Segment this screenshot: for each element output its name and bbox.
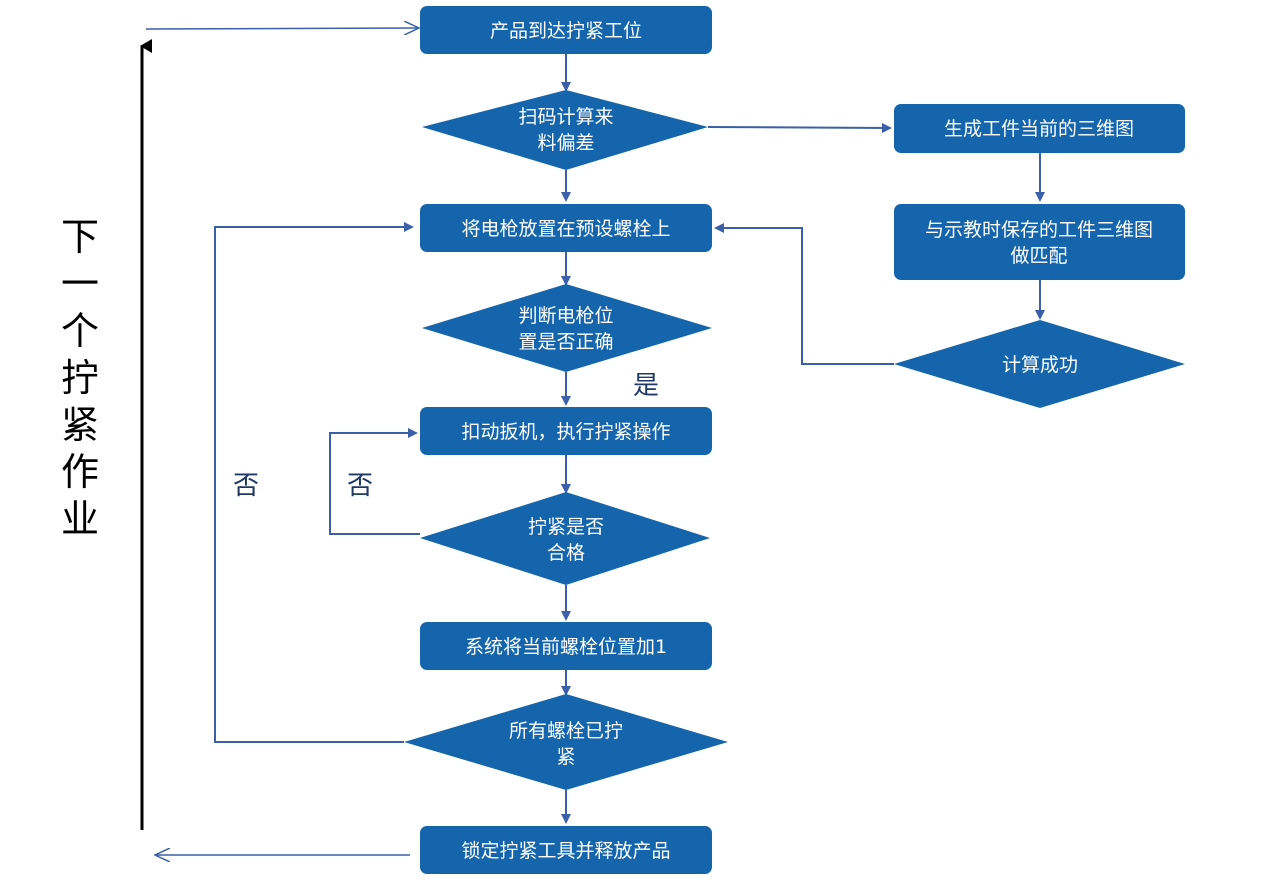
decision-check-label-1: 拧紧是否	[528, 516, 604, 538]
node-trigger-label: 扣动扳机，执行拧紧操作	[461, 421, 670, 443]
node-match-label-2: 做匹配	[1010, 245, 1067, 267]
node-lock-label: 锁定拧紧工具并释放产品	[461, 840, 670, 862]
side-label-char-3: 个	[61, 309, 99, 353]
side-label-char-5: 紧	[61, 403, 99, 447]
decision-all: 所有螺栓已拧 紧	[404, 694, 728, 790]
decision-all-label-2: 紧	[556, 746, 575, 768]
side-label-char-6: 作	[61, 450, 99, 494]
side-label-char-7: 业	[61, 497, 99, 541]
node-place-label: 将电枪放置在预设螺栓上	[461, 218, 670, 240]
node-match: 与示教时保存的工件三维图 做匹配	[894, 204, 1185, 280]
decision-calc-label: 计算成功	[1002, 354, 1078, 376]
arrow-all-not-done-loop	[214, 222, 414, 743]
node-arrive-label: 产品到达拧紧工位	[490, 20, 642, 42]
node-arrive: 产品到达拧紧工位	[420, 6, 712, 54]
decision-judge-label-2: 置是否正确	[518, 331, 613, 353]
node-increment: 系统将当前螺栓位置加1	[420, 622, 712, 670]
decision-judge-label-1: 判断电枪位	[518, 305, 613, 327]
decision-check: 拧紧是否 合格	[420, 492, 710, 585]
decision-scan-label-2: 料偏差	[537, 132, 594, 154]
arrow-scan-to-generate3d	[707, 122, 892, 133]
node-increment-label: 系统将当前螺栓位置加1	[465, 636, 667, 658]
side-label: 下 一 个 拧 紧 作 业	[61, 215, 99, 541]
decision-all-label-1: 所有螺栓已拧	[509, 720, 623, 742]
label-no-inner: 否	[347, 471, 373, 501]
arrow-calc-to-place	[714, 223, 894, 365]
label-no-outer: 否	[233, 471, 259, 501]
side-label-char-4: 拧	[61, 356, 99, 400]
decision-calc: 计算成功	[894, 320, 1185, 408]
arrow-check-fail-loop	[329, 428, 420, 535]
node-generate3d-label: 生成工件当前的三维图	[944, 118, 1134, 140]
side-label-char-1: 下	[61, 215, 99, 259]
node-place: 将电枪放置在预设螺栓上	[420, 204, 712, 252]
node-generate3d: 生成工件当前的三维图	[894, 104, 1185, 153]
node-match-label-1: 与示教时保存的工件三维图	[925, 219, 1153, 241]
node-trigger: 扣动扳机，执行拧紧操作	[420, 407, 712, 455]
decision-scan: 扫码计算来 料偏差	[422, 90, 708, 170]
label-yes: 是	[633, 371, 659, 401]
entry-arrow	[145, 28, 418, 29]
decision-check-label-2: 合格	[547, 542, 585, 564]
side-label-char-2: 一	[61, 262, 99, 306]
connectors	[145, 28, 1045, 855]
decision-scan-label-1: 扫码计算来	[518, 106, 613, 128]
node-lock: 锁定拧紧工具并释放产品	[420, 826, 712, 874]
decision-judge: 判断电枪位 置是否正确	[422, 284, 712, 372]
